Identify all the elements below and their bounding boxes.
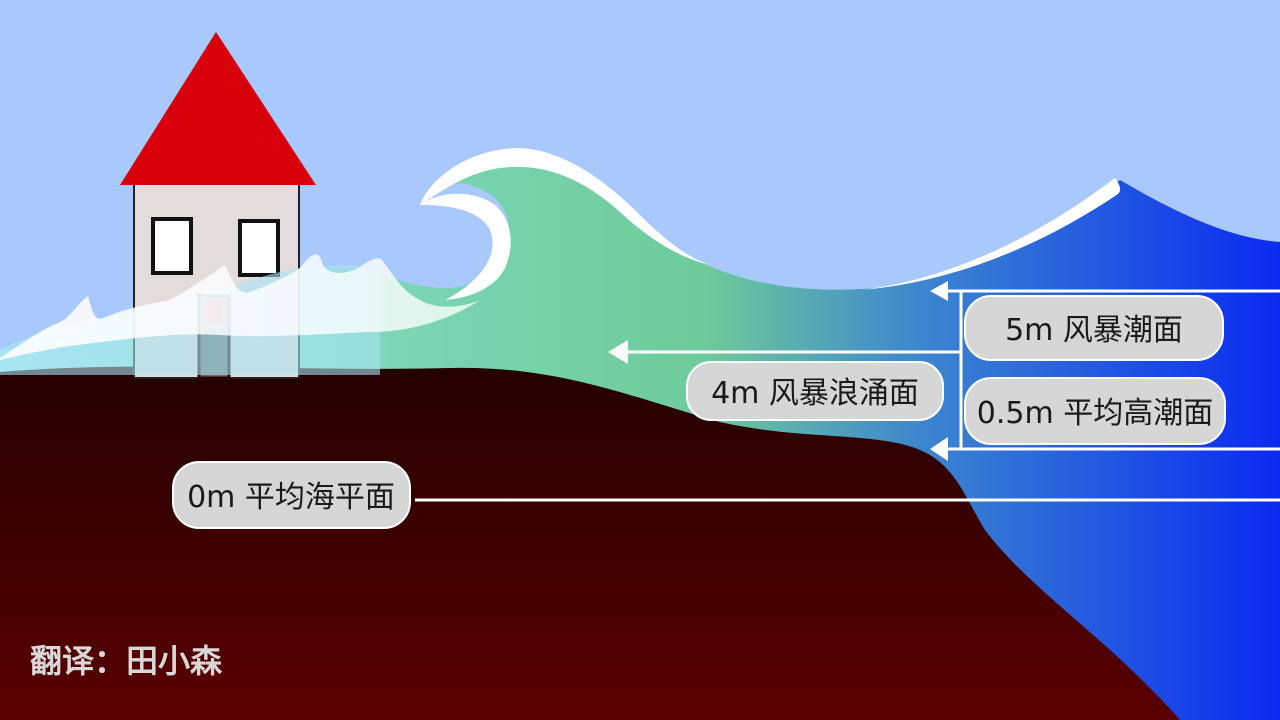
- wave-curl-foam: [420, 193, 511, 300]
- label-storm-surge-wave: 4m 风暴浪涌面: [686, 361, 944, 421]
- label-storm-tide: 5m 风暴潮面: [964, 295, 1224, 361]
- label-mean-high-tide: 0.5m 平均高潮面: [964, 377, 1226, 445]
- mean-high-tide-label: 0.5m 平均高潮面: [977, 396, 1213, 431]
- house-window-right: [238, 219, 280, 277]
- mean-sea-level-label: 0m 平均海平面: [187, 480, 395, 515]
- coastal-land: [0, 366, 1180, 720]
- high-tide-arrow: [930, 437, 948, 461]
- house-window-left: [151, 217, 193, 275]
- label-mean-sea-level: 0m 平均海平面: [172, 461, 411, 529]
- level-lines: [415, 281, 1280, 502]
- storm-tide-arrow: [930, 281, 948, 301]
- translator-credit: 翻译：田小森: [30, 642, 223, 680]
- storm-surge-wave-label: 4m 风暴浪涌面: [711, 376, 919, 411]
- wave-crest-foam: [420, 148, 710, 265]
- surge-wave-arrow: [608, 340, 628, 364]
- house-roof: [120, 32, 316, 185]
- flood-foam: [0, 254, 480, 360]
- storm-tide-label: 5m 风暴潮面: [1005, 313, 1183, 348]
